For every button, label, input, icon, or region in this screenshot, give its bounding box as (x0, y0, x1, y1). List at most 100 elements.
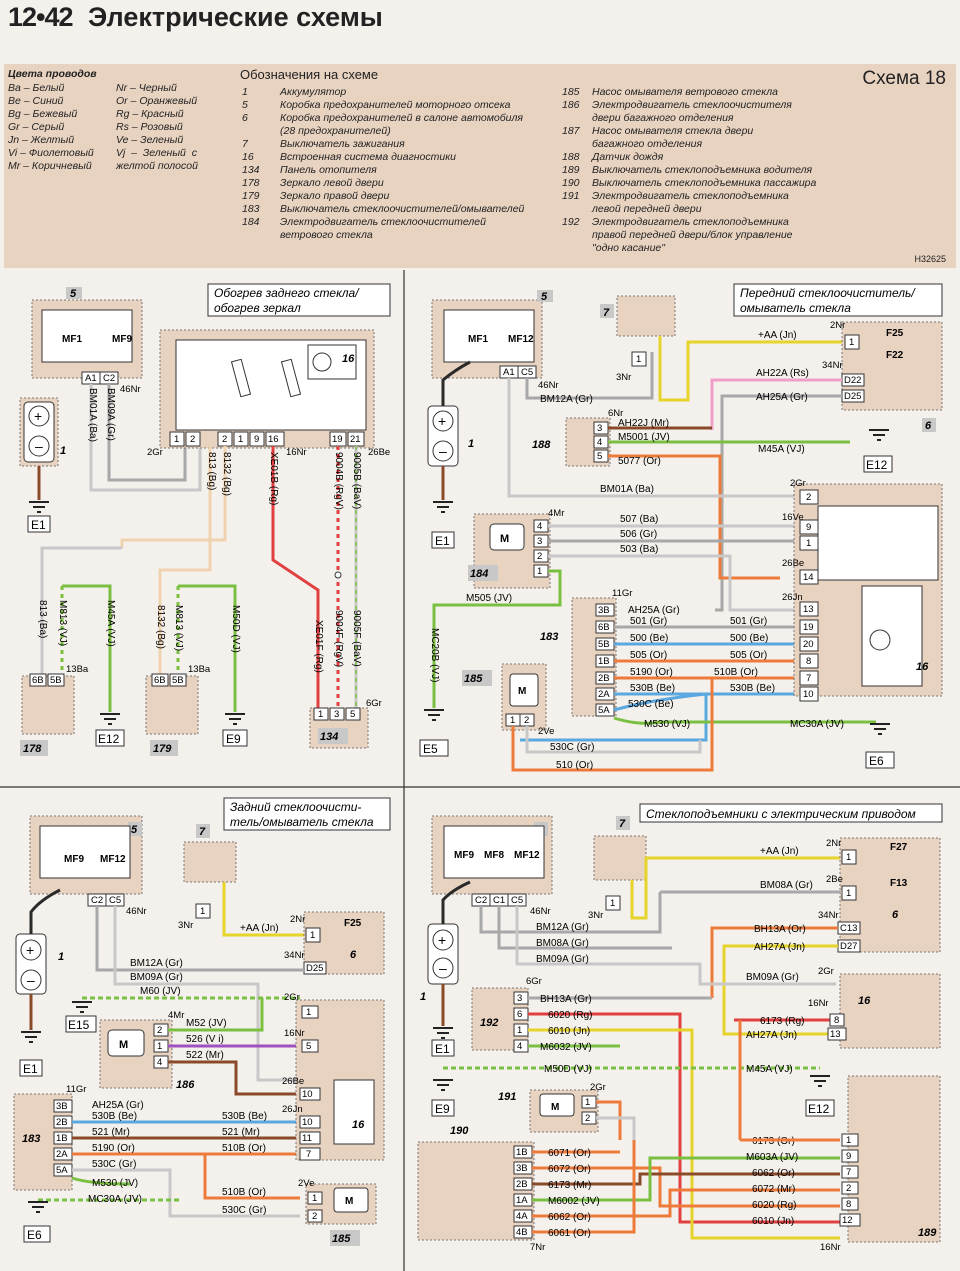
section-title-line-1: Обогрев заднего стекла/ (214, 286, 360, 300)
fuse-label: MF9 (64, 854, 84, 865)
svg-text:M: M (500, 533, 509, 545)
wire-label: M603A (JV) (746, 1152, 798, 1163)
ground-label: E6 (869, 754, 884, 768)
section-front-wiper: Передний стеклоочиститель/ омыватель сте… (419, 283, 943, 772)
wire-label: 526 (V i) (186, 1034, 224, 1045)
pin-label: 2 (585, 1113, 590, 1124)
component-id: 5 (70, 288, 77, 300)
pin-label: 1 (306, 1007, 311, 1018)
wire-label: M52 (JV) (186, 1018, 227, 1029)
page-header: 12•42 Электрические схемы (0, 0, 960, 36)
wire-label: 501 (Gr) (730, 616, 767, 627)
svg-text:+: + (26, 942, 34, 958)
pin-label: 10 (302, 1117, 313, 1128)
connector-label: 4Mr (168, 1010, 184, 1021)
svg-text:–: – (439, 443, 447, 459)
pin-label: 6B (598, 622, 610, 633)
svg-text:–: – (439, 960, 447, 976)
wire-label: BM01A (Ba) (87, 388, 98, 442)
pin-label: 1 (806, 538, 811, 549)
wire-label: +AA (Jn) (758, 330, 797, 341)
wire-label: BM09A (Gr) (746, 972, 799, 983)
svg-text:+: + (438, 413, 446, 429)
pin-label: 3 (537, 536, 542, 547)
pin-label: 1 (312, 1193, 317, 1204)
wire-label: 506 (Gr) (620, 529, 657, 540)
fuse-label: MF9 (112, 334, 132, 345)
wire-label: 813 (Ba) (37, 600, 48, 638)
connector-label: 3Nr (616, 372, 631, 383)
wire-label: 503 (Ba) (620, 544, 658, 555)
page-number: 12•42 (8, 2, 74, 32)
component-id: 179 (153, 743, 172, 755)
wire-label: 5190 (Or) (92, 1143, 135, 1154)
fuse-label: MF12 (100, 854, 126, 865)
pin-label: D25 (306, 963, 323, 974)
wire-label: 6010 (Jn) (548, 1026, 590, 1037)
pin-label: C1 (493, 895, 505, 906)
connector-label: 16Nr (286, 447, 307, 458)
wire-label: 510B (Or) (222, 1187, 266, 1198)
component-id: 16 (342, 353, 355, 365)
component-id: 1 (58, 951, 64, 963)
connector-label: 16Nr (284, 1028, 305, 1039)
connector-16-pins: 2 9 1 14 13 19 20 8 7 10 (799, 489, 819, 702)
pin-label: 7 (846, 1167, 851, 1178)
pin-label: 19 (332, 434, 343, 445)
wire-label: MC20B (VJ) (429, 628, 440, 682)
fuse-label: F25 (886, 328, 904, 339)
wire-label: +AA (Jn) (240, 923, 279, 934)
wire-label: M60 (JV) (140, 986, 181, 997)
pin-label: 19 (803, 622, 814, 633)
component-numbers-1: 1 5 6 7 16 134 178 179 183 184 (242, 86, 260, 228)
wire-label: MC30A (JV) (88, 1194, 142, 1205)
component-id: 5 (131, 824, 138, 836)
component-id: 183 (540, 631, 558, 643)
wire-label: 500 (Be) (730, 633, 768, 644)
wire-label: BM08A (Gr) (760, 880, 813, 891)
section-rear-window-heating: Обогрев заднего стекла/ обогрев зеркал 5… (19, 283, 391, 756)
wire-colors-title: Цвета проводов (8, 68, 97, 80)
wire-label: AH27A (Jn) (754, 942, 805, 953)
wire-label: 6173 (Mr) (548, 1180, 591, 1191)
pin-label: 2B (56, 1117, 68, 1128)
pin-label: 8 (834, 1015, 839, 1026)
wire-label: 6020 (Rg) (548, 1010, 592, 1021)
pin-label: D25 (844, 391, 861, 402)
wire-label: BM09A (Gr) (130, 972, 183, 983)
pin-label: A1 (503, 367, 515, 378)
ground-label: E1 (435, 534, 450, 548)
pin-label: 2 (846, 1183, 851, 1194)
svg-text:–: – (27, 972, 35, 988)
section-title-line-2: тель/омыватель стекла (230, 815, 374, 829)
svg-text:+: + (34, 408, 42, 424)
connector-label: 6Nr (608, 408, 623, 419)
wire-label: 530B (Be) (630, 683, 675, 694)
pin-label: 2 (537, 551, 542, 562)
pin-label: 1 (846, 1135, 851, 1146)
pin-label: 1 (200, 906, 205, 917)
section-rear-wiper: Задний стеклоочисти- тель/омыватель стек… (13, 797, 391, 1246)
component-descriptions-1: Аккумулятор Коробка предохранителей мото… (280, 86, 525, 241)
connector-label: 2Be (826, 874, 843, 885)
connector-190-pins: 1B 3B 2B 1A 4A 4B (513, 1145, 533, 1239)
wire-label: 8132 (Bg) (155, 605, 166, 649)
wire-label: M505 (JV) (466, 593, 512, 604)
pin-label: 9 (846, 1151, 851, 1162)
pin-label: 9 (806, 522, 811, 533)
section-title-line-1: Задний стеклоочисти- (230, 800, 361, 814)
ground-label: E1 (435, 1042, 450, 1056)
connector-label: 34Nr (822, 360, 843, 371)
section-title-line-2: обогрев зеркал (214, 301, 301, 315)
fuse-label: MF1 (468, 334, 488, 345)
connector-label: 2Nr (830, 320, 845, 331)
component-id: 5 (541, 291, 548, 303)
svg-text:M: M (551, 1102, 559, 1113)
svg-text:M: M (119, 1039, 128, 1051)
pin-label: D22 (844, 375, 861, 386)
connector-label: 2Gr (147, 447, 163, 458)
section-title: Стеклоподъемники с электрическим приводо… (646, 807, 916, 821)
connector-189-pins: 1 9 7 2 8 12 (839, 1133, 861, 1227)
section-title-line-2: омыватель стекла (740, 301, 851, 315)
component-id: 190 (450, 1125, 469, 1137)
